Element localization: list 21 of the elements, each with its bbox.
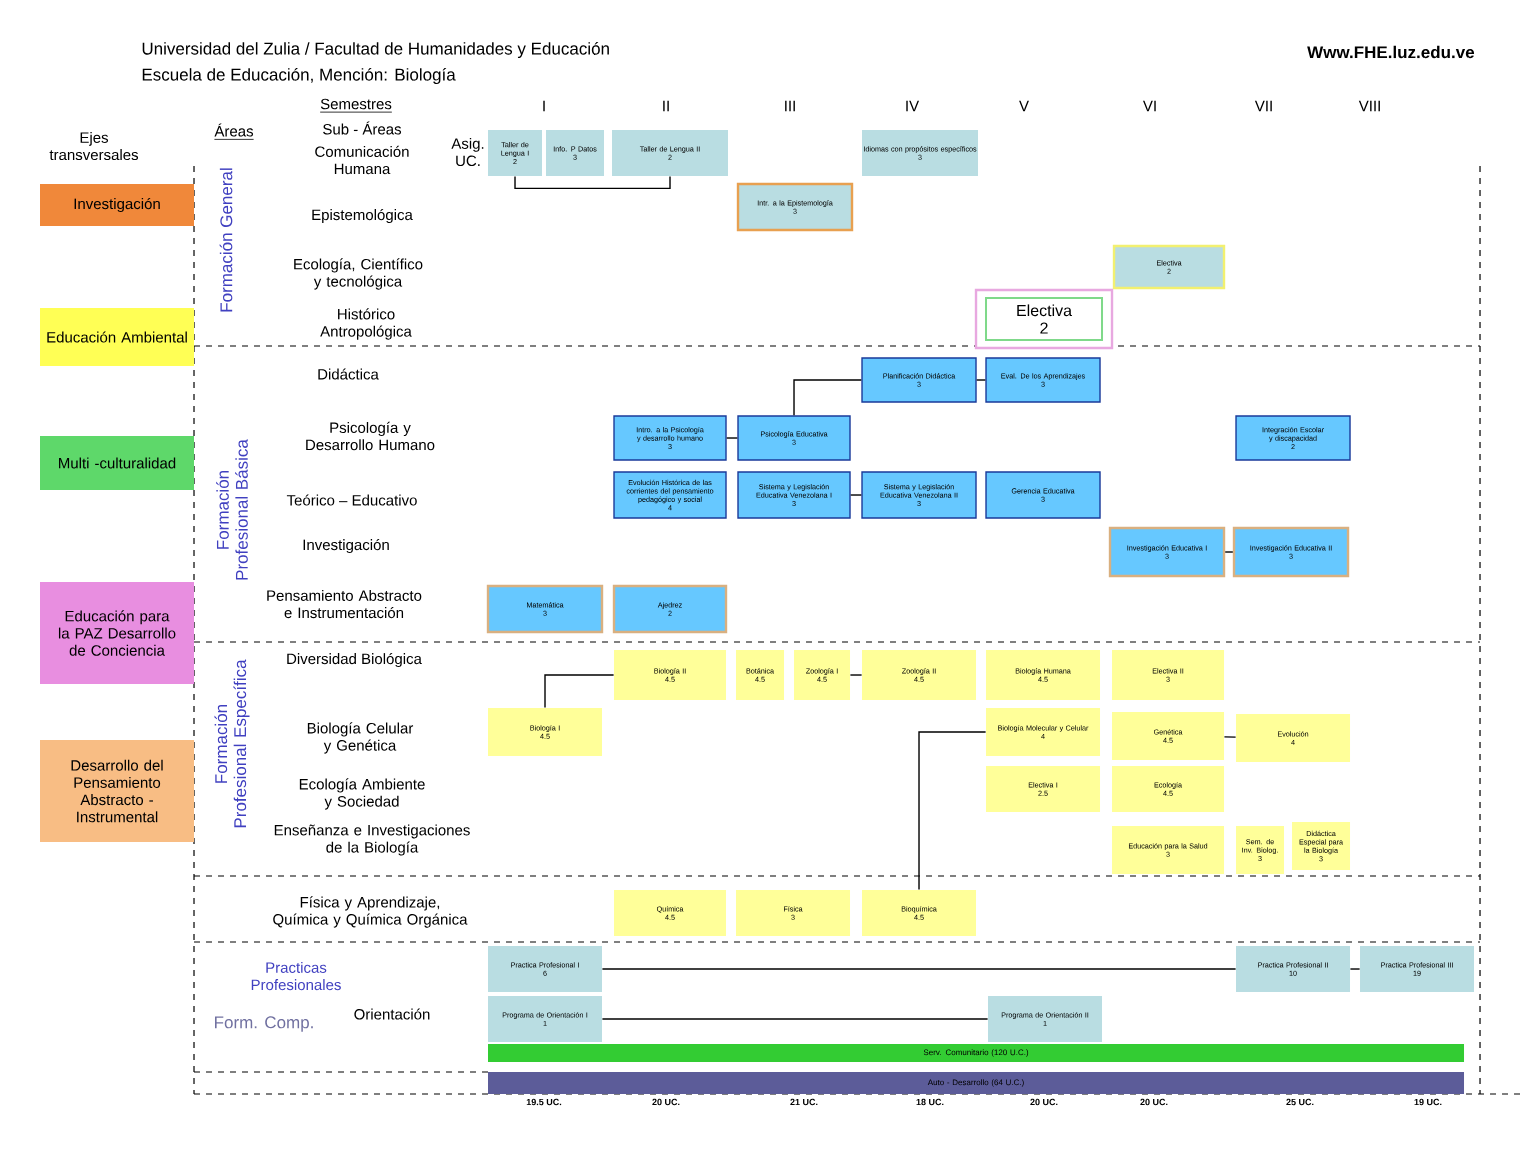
- section-label: Formación Profesional Específica: [214, 659, 250, 828]
- connector-line: [1224, 551, 1234, 553]
- section-label: Formación General: [219, 168, 233, 312]
- title-text: Universidad del Zulia / Facultad de Humanidades y Educación: [142, 42, 609, 58]
- section-label: Form. Comp.: [215, 1016, 313, 1032]
- connector-line: [601, 968, 1237, 970]
- connector-line: [601, 1018, 989, 1020]
- connector-line: [793, 379, 862, 416]
- connector-line: [1349, 968, 1361, 970]
- connector-line: [514, 175, 671, 190]
- connector-line: [849, 674, 863, 676]
- connector-line: [1223, 736, 1237, 738]
- website-text: Www.FHE.luz.edu.ve: [1307, 45, 1475, 59]
- connector-line: [726, 437, 738, 439]
- connector-line: [850, 494, 862, 496]
- section-label: Formación Profesional Básica: [216, 439, 248, 580]
- subtitle-text: Escuela de Educación, Mención: Biología: [142, 68, 456, 84]
- elective-box: Electiva 2: [974, 288, 1114, 350]
- connector-line: [976, 379, 986, 381]
- connector-line: [918, 731, 987, 891]
- connector-line: [544, 674, 615, 709]
